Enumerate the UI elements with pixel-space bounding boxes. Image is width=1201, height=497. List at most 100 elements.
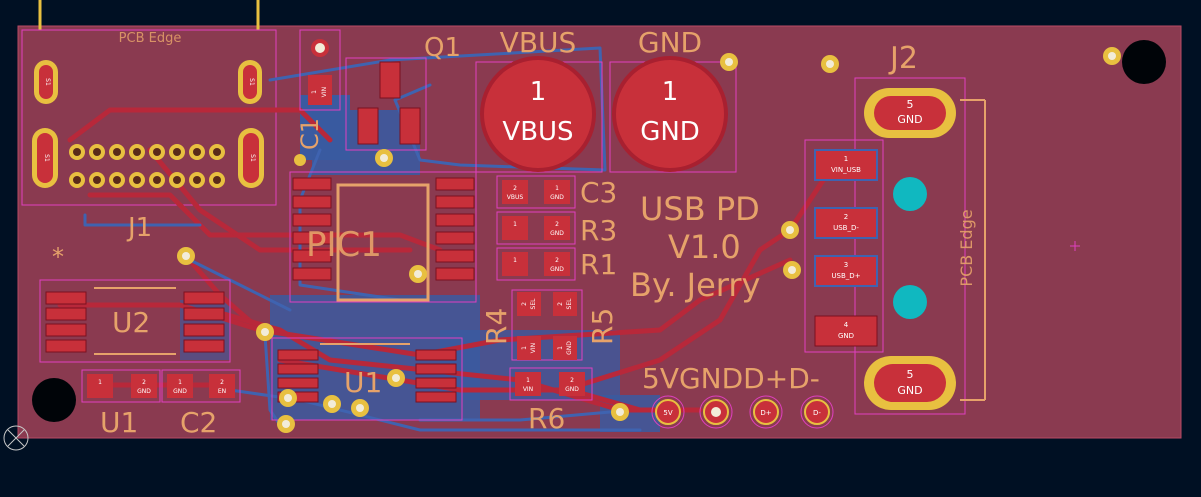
svg-text:2: 2 (555, 221, 559, 228)
mounting-hole (32, 378, 76, 422)
j1-shield-pad: S1 (34, 60, 58, 104)
svg-text:VIN_USB: VIN_USB (831, 166, 861, 174)
svg-text:2: 2 (555, 257, 559, 264)
q1-pad-2 (399, 107, 421, 145)
svg-text:S1: S1 (248, 78, 255, 86)
svg-text:2: 2 (521, 302, 528, 306)
board-title-line1: USB PD (640, 190, 760, 228)
svg-text:VIN: VIN (523, 386, 533, 393)
r1-footprint: 1 2 GND (496, 247, 576, 281)
svg-text:1: 1 (98, 379, 102, 386)
svg-text:D+: D+ (760, 409, 771, 417)
svg-text:2: 2 (570, 377, 574, 384)
j2-mount-hole (893, 285, 927, 319)
pic1-chip: PIC1 (289, 171, 477, 303)
big-pad-gnd-label: GND (638, 26, 702, 59)
svg-text:S1: S1 (43, 154, 50, 162)
svg-text:GND: GND (550, 266, 564, 273)
svg-text:2: 2 (557, 302, 564, 306)
svg-text:3: 3 (844, 261, 848, 269)
j2-pad-1: 1 VIN_USB (814, 149, 878, 181)
svg-text:1: 1 (555, 185, 559, 192)
vias (177, 47, 1121, 433)
q1-pad-courtyard (299, 29, 341, 111)
svg-text:GND: GND (550, 230, 564, 237)
svg-text:SEL: SEL (530, 298, 537, 310)
svg-text:GND: GND (640, 117, 700, 147)
j2-pad-2: 2 USB_D- (814, 207, 878, 239)
q1-pad-1 (357, 107, 379, 145)
u2-pin1-mark: * (52, 243, 64, 271)
c3-footprint: 1 GND 2 EN (161, 369, 241, 403)
ref-c2: C3 (580, 176, 617, 209)
ref-j2: J2 (888, 41, 918, 76)
j1-connector: S1 S1 S1 S1 (32, 60, 264, 188)
svg-text:1: 1 (557, 346, 564, 350)
svg-text:GND: GND (897, 113, 922, 126)
svg-text:D-: D- (813, 409, 821, 417)
r5-footprint: 1 VIN 2 GND (509, 367, 593, 401)
j2-connector: 5 GND 5 GND 1 VIN_USB 2 USB_D- 3 USB_D+ … (804, 77, 986, 415)
svg-text:5: 5 (907, 368, 914, 381)
j1-shield-pad: S1 (238, 128, 264, 188)
svg-text:S1: S1 (44, 78, 51, 86)
svg-text:1: 1 (513, 257, 517, 264)
ref-c3: C2 (180, 406, 217, 439)
j2-pad-4: 4 GND (814, 315, 878, 347)
r2-footprint: 1 2 GND (496, 211, 576, 245)
header-pin: D- (800, 395, 834, 429)
svg-text:1: 1 (178, 379, 182, 386)
svg-text:5V: 5V (663, 409, 672, 417)
header-pin: D+ (749, 395, 783, 429)
mounting-hole (1122, 40, 1166, 84)
svg-text:GND: GND (550, 194, 564, 201)
r6-footprint: 1 2 GND (81, 369, 161, 403)
board-edge-line (17, 25, 1182, 439)
ref-r6: U1 (100, 406, 138, 439)
j2-mount-hole (893, 177, 927, 211)
j2-shield-pad-top: 5 GND (864, 88, 956, 138)
header-pin: 5V (651, 395, 685, 429)
ref-j1: J1 (126, 213, 152, 243)
ref-r4: R5 (586, 308, 619, 345)
q1-small-pad (308, 75, 332, 105)
svg-text:GND: GND (565, 386, 579, 393)
svg-text:4: 4 (844, 321, 849, 329)
svg-text:2: 2 (142, 379, 146, 386)
j1-courtyard (21, 29, 277, 206)
ref-pic1: PIC1 (306, 225, 382, 265)
ref-u2: U2 (112, 306, 150, 339)
svg-text:1: 1 (662, 77, 679, 107)
ref-u1: U1 (344, 366, 382, 399)
header-pin (699, 395, 733, 429)
svg-text:VBUS: VBUS (502, 117, 573, 147)
ref-r2: R3 (580, 214, 617, 247)
svg-text:1: 1 (844, 155, 848, 163)
ref-r5: R6 (528, 402, 565, 435)
j2-shield-pad-bottom: 5 GND (864, 356, 956, 410)
board-title-line3: By. Jerry (630, 266, 760, 304)
svg-text:VBUS: VBUS (507, 194, 524, 201)
svg-text:SEL: SEL (566, 298, 573, 310)
big-pad-vbus (480, 56, 596, 172)
svg-text:1: 1 (513, 221, 517, 228)
svg-text:EN: EN (218, 388, 226, 395)
svg-text:VIN: VIN (321, 87, 328, 97)
svg-text:S1: S1 (249, 154, 256, 162)
c2-footprint: 2 VBUS 1 GND (496, 175, 576, 209)
svg-text:2: 2 (220, 379, 224, 386)
ref-r1: R1 (580, 248, 617, 281)
pcb-edge-label-left: PCB Edge (119, 31, 182, 46)
svg-text:1: 1 (526, 377, 530, 384)
svg-text:GND: GND (838, 332, 854, 340)
svg-text:1: 1 (530, 77, 547, 107)
svg-text:2: 2 (513, 185, 517, 192)
ref-r3: R4 (480, 308, 513, 345)
svg-text:GND: GND (137, 388, 151, 395)
big-pad-vbus-label: VBUS (500, 26, 577, 59)
big-pad-gnd (612, 56, 728, 172)
pcb-edge-label-right: PCB Edge (957, 209, 976, 286)
svg-text:1: 1 (311, 90, 318, 94)
svg-text:2: 2 (844, 213, 848, 221)
